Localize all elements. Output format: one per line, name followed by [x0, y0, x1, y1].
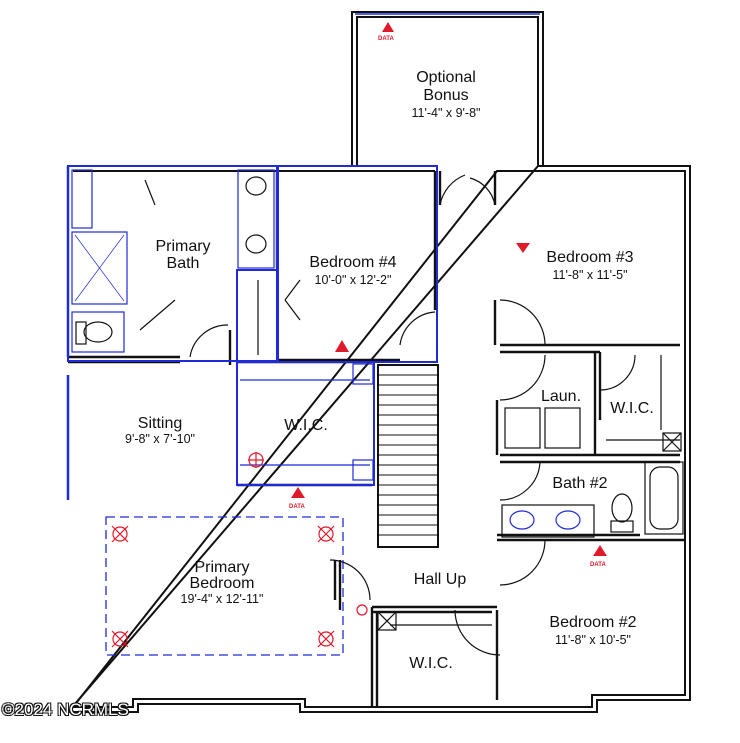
data-marker-label: DATA: [289, 504, 305, 510]
ceiling-lights: [111, 452, 368, 648]
primary-bedroom-line1: Primary: [194, 559, 249, 576]
bonus-name-line2: Bonus: [423, 87, 468, 104]
data-marker-bed4: [335, 340, 349, 352]
bedroom3-name: Bedroom #3: [546, 249, 633, 266]
bonus-dims: 11'-4" x 9'-8": [411, 106, 480, 120]
bedroom4-name: Bedroom #4: [309, 254, 396, 271]
data-marker-bed3: [516, 243, 530, 253]
sitting-dims: 9'-8" x 7'-10": [125, 432, 195, 446]
laundry-name: Laun.: [541, 388, 581, 405]
data-marker-label: DATA: [378, 36, 394, 42]
watermark: ©2024 NCRMLS: [2, 700, 129, 719]
sitting-name: Sitting: [138, 415, 182, 432]
fixtures: [75, 176, 684, 631]
bath2-name: Bath #2: [552, 475, 607, 492]
data-markers: DATA DATA DATA: [289, 22, 607, 568]
wic-primary-name: W.I.C.: [284, 417, 328, 434]
bonus-name-line1: Optional: [416, 69, 476, 86]
primary-bedroom-dims: 19'-4" x 12'-11": [181, 592, 264, 606]
hall-name: Hall Up: [414, 571, 467, 588]
door-swings: [139, 174, 636, 656]
primary-bedroom-line2: Bedroom: [190, 575, 255, 592]
electrical-overlay: [66, 13, 540, 656]
bedroom2-dims: 11'-8" x 10'-5": [555, 633, 631, 647]
data-marker-label: DATA: [590, 562, 606, 568]
bedroom3-dims: 11'-8" x 11'-5": [552, 268, 627, 282]
wic-bed2-name: W.I.C.: [409, 655, 453, 672]
data-marker-wic: [291, 487, 305, 498]
data-marker-bath2: [593, 545, 607, 556]
bedroom4-dims: 10'-0" x 12'-2": [315, 273, 392, 287]
primary-bath-line2: Bath: [167, 255, 200, 272]
staircase: [377, 364, 439, 548]
room-labels: Optional Bonus 11'-4" x 9'-8" Primary Ba…: [125, 69, 654, 672]
bedroom2-name: Bedroom #2: [549, 614, 636, 631]
wic-bed3-name: W.I.C.: [610, 400, 654, 417]
primary-bath-line1: Primary: [155, 238, 210, 255]
data-marker-bonus: [382, 22, 394, 32]
